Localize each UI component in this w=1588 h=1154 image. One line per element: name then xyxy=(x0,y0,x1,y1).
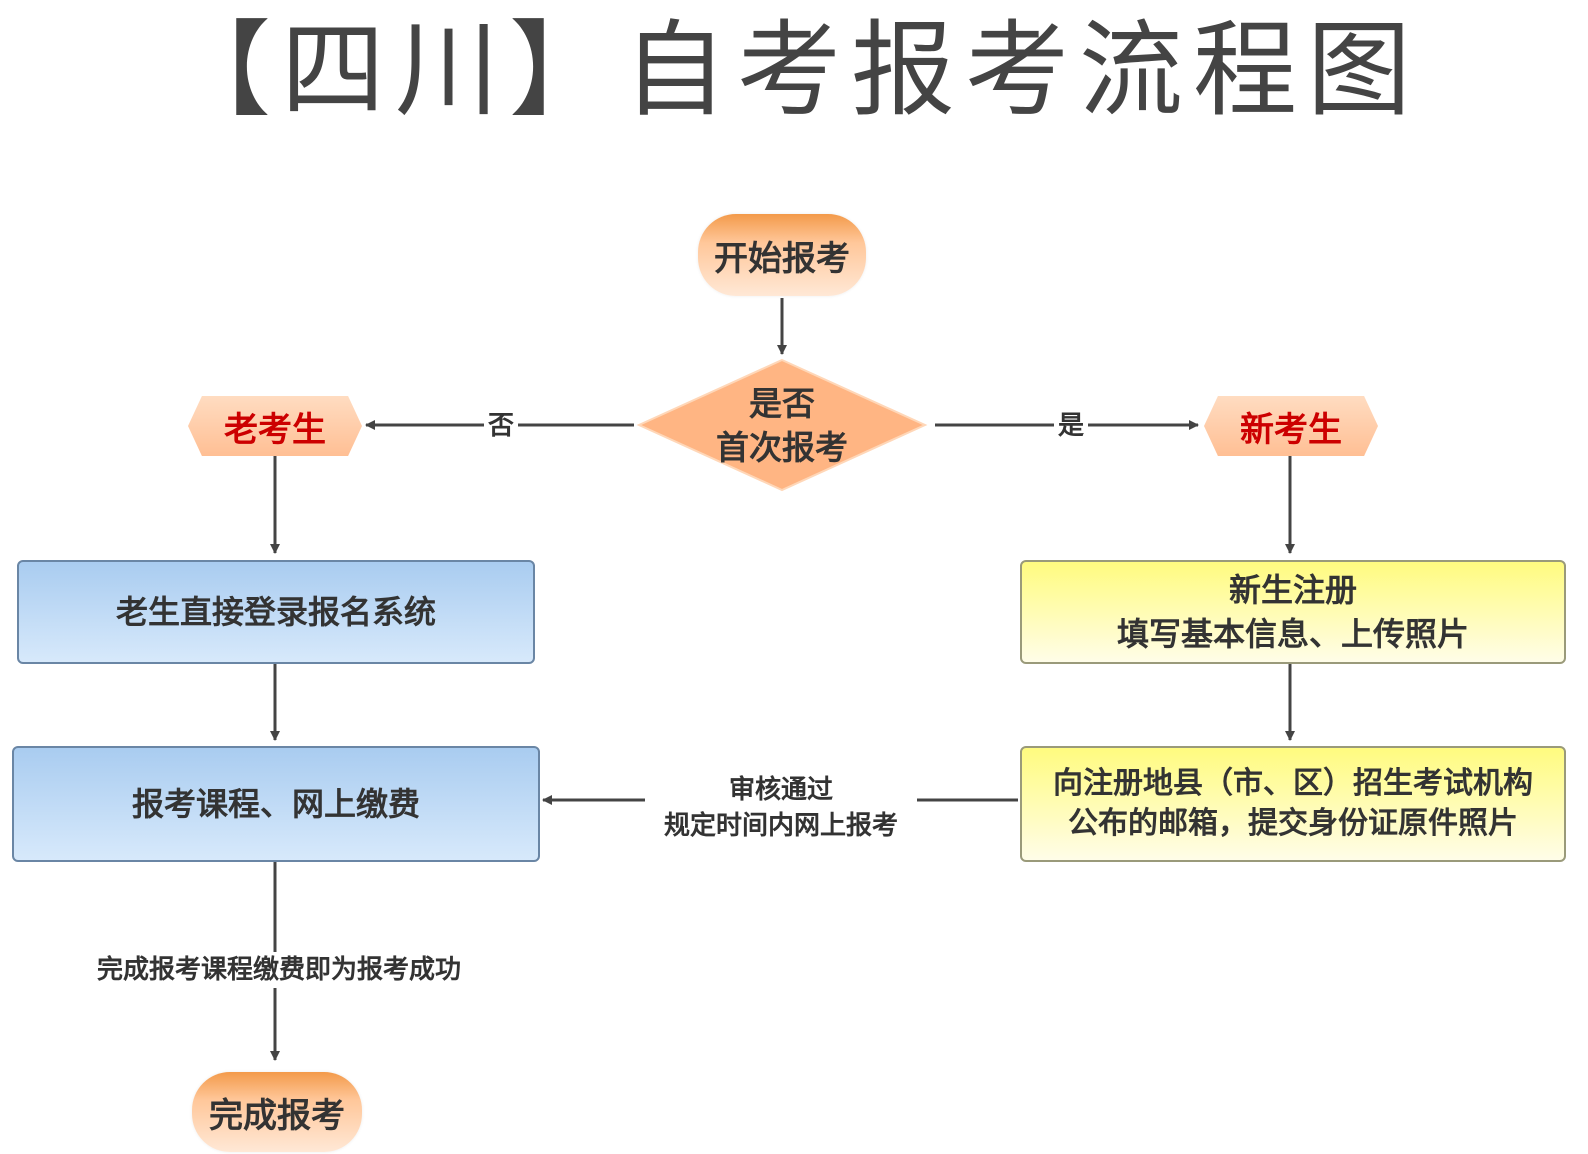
submit-id-line-1: 向注册地县（市、区）招生考试机构 xyxy=(1053,766,1533,801)
decision-diamond xyxy=(636,358,928,492)
edge-label-yes: 是 xyxy=(1054,408,1088,444)
review-line-1: 审核通过 xyxy=(728,775,833,805)
start-node: 开始报考 xyxy=(698,214,866,296)
enroll-pay-text: 报考课程、网上缴费 xyxy=(131,785,420,823)
new-student-node: 新考生 xyxy=(1204,396,1378,456)
decision-line-2: 首次报考 xyxy=(716,428,848,467)
review-line-2: 规定时间内网上报考 xyxy=(663,811,898,841)
submit-id-line-2: 公布的邮箱，提交身份证原件照片 xyxy=(1068,806,1518,841)
page-title: 【四川】自考报考流程图 xyxy=(166,9,1421,131)
new-register-box: 新生注册 填写基本信息、上传照片 xyxy=(1020,560,1566,664)
old-login-box: 老生直接登录报名系统 xyxy=(17,560,535,664)
old-student-node: 老考生 xyxy=(188,396,362,456)
finish-node: 完成报考 xyxy=(192,1072,362,1152)
decision-line-1: 是否 xyxy=(749,384,815,423)
new-register-line-1: 新生注册 xyxy=(1228,571,1357,609)
decision-node-text: 是否 首次报考 xyxy=(682,382,882,470)
edge-label-complete: 完成报考课程缴费即为报考成功 xyxy=(80,952,478,988)
edge-label-review: 审核通过 规定时间内网上报考 xyxy=(645,772,917,844)
submit-id-box: 向注册地县（市、区）招生考试机构 公布的邮箱，提交身份证原件照片 xyxy=(1020,746,1566,862)
edge-label-no: 否 xyxy=(484,408,518,444)
new-register-line-2: 填写基本信息、上传照片 xyxy=(1116,615,1469,653)
enroll-pay-box: 报考课程、网上缴费 xyxy=(12,746,540,862)
old-login-text: 老生直接登录报名系统 xyxy=(115,593,436,631)
